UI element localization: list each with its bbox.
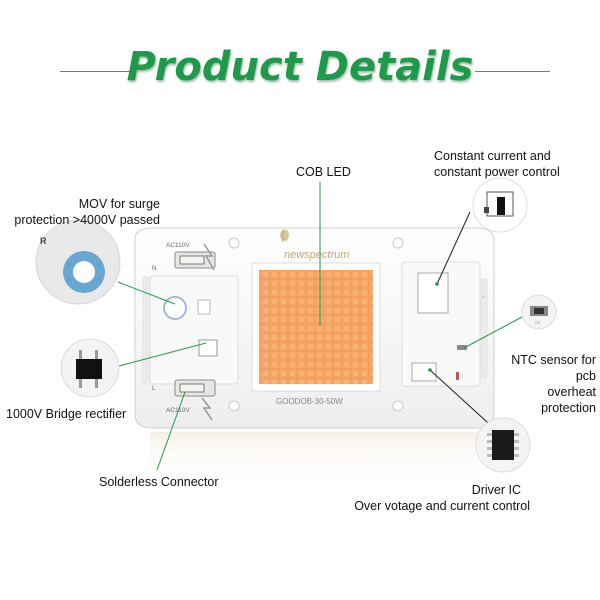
label-driver-ic-line2: Over votage and current control [354,499,530,513]
label-mov-line2: protection >4000V passed [14,213,160,227]
leader-dot [428,368,432,372]
label-cob-led: COB LED [296,165,351,179]
label-driver-ic-line1: Driver IC [471,483,521,497]
label-mov: MOV for surge protection >4000V passed [10,196,160,228]
title-rule-left [60,71,135,72]
smd-pad [197,299,211,315]
zoom-mov: R [35,219,121,305]
label-ntc: NTC sensor for pcb overheat protection [494,352,596,416]
leader-solderless [156,391,186,471]
driver-zone-left [149,275,239,385]
title-rule-right [475,71,550,72]
small-resistor [456,372,459,380]
label-bridge-rectifier: 1000V Bridge rectifier [6,407,127,421]
leader-ntc [463,316,523,349]
label-ntc-line1: NTC sensor for pcb [511,353,596,383]
svg-text:C2: C2 [535,320,541,325]
label-solderless-connector: Solderless Connector [99,475,219,489]
zoom-bridge-rectifier [60,338,120,398]
mount-hole [392,237,404,249]
leader-mov [117,281,176,305]
mov-component [163,296,187,320]
cob-led [259,270,373,384]
connector-top [174,243,216,271]
ac-label-top: AC110V [166,242,190,249]
pcb-marks: 1 [482,296,485,300]
pin-n: N [152,266,156,272]
pin-l: L [152,386,156,392]
brand-name: newspectrum [284,249,349,261]
bridge-pad [198,339,218,357]
mount-hole [392,400,404,412]
label-driver-ic: Driver IC Over votage and current contro… [340,482,530,514]
ntc-pad [457,345,467,350]
label-constant-current: Constant current and constant power cont… [434,148,560,180]
label-constant-current-line2: constant power control [434,165,560,179]
leader-driver [429,369,499,433]
zoom-ntc: C2 [521,294,557,330]
leader-dot [435,282,439,286]
page-title: Product Details [126,44,474,90]
label-mov-line1: MOV for surge [78,197,160,211]
zoom-driver-ic [475,417,531,473]
driver-ic [411,362,437,382]
control-chip [417,272,449,314]
model-number: GOODOB-30-50W [276,397,343,406]
board-reflection [150,432,485,487]
zoom-constant-current [472,177,528,233]
leader-bridge [114,342,207,368]
mount-hole [228,237,240,249]
label-ntc-line2: overheat protection [541,385,596,415]
leader-constant [436,211,471,285]
brand-leaf-icon [280,229,289,242]
svg-text:R: R [40,236,47,246]
label-constant-current-line1: Constant current and [434,149,551,163]
board-slot [480,278,488,378]
mount-hole [228,400,240,412]
